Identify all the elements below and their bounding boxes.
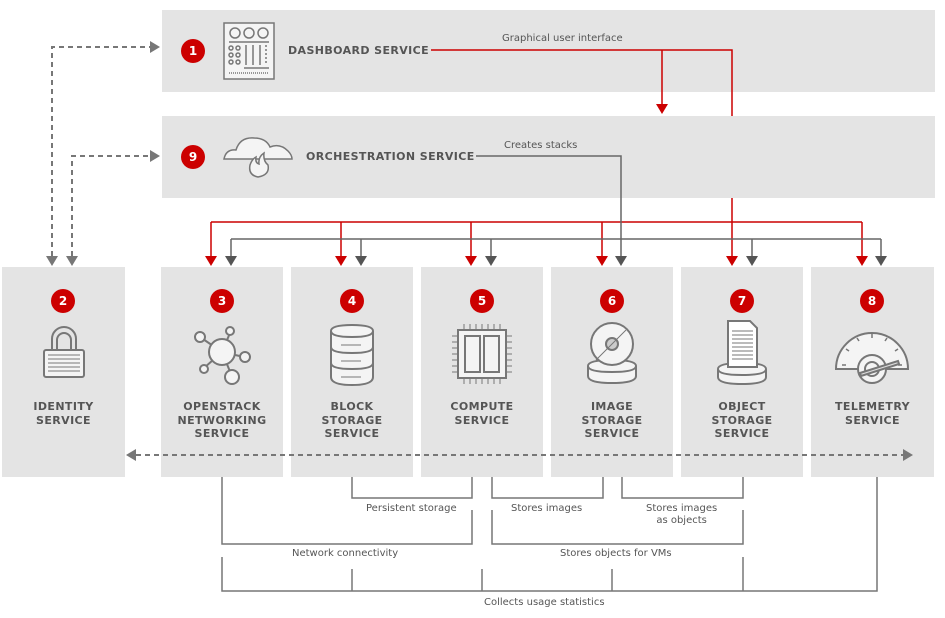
- block-storage-service-box: 4 BLOCK STORAGE SERVICE: [291, 267, 413, 477]
- network-connectivity-label: Network connectivity: [292, 548, 399, 559]
- dashboard-service-title: DASHBOARD SERVICE: [288, 44, 430, 57]
- telemetry-service-box: 8 TELEMETRY SERVICE: [811, 267, 934, 477]
- service-number-badge: 2: [51, 289, 75, 313]
- service-number-badge: 4: [340, 289, 364, 313]
- arrow-head: [485, 256, 497, 266]
- arrow-head: [335, 256, 347, 266]
- service-number-badge: 3: [210, 289, 234, 313]
- service-number-badge: 1: [181, 39, 205, 63]
- arrow-head: [596, 256, 608, 266]
- padlock-icon: [43, 326, 85, 378]
- label-line: Stores images: [646, 503, 718, 514]
- stores-images-label: Stores images: [511, 503, 583, 514]
- stores-images-as-objects-label: Stores images as objects: [646, 503, 717, 527]
- arrow-head: [205, 256, 217, 266]
- gui-label: Graphical user interface: [502, 33, 623, 44]
- arrow-head: [150, 150, 160, 162]
- stores-objects-for-vms-label: Stores objects for VMs: [560, 548, 672, 559]
- networking-service-box: 3 OPENSTACK NETWORKING SERVICE: [161, 267, 283, 477]
- service-number-badge: 5: [470, 289, 494, 313]
- database-stack-icon: [330, 323, 374, 387]
- creates-stacks-label: Creates stacks: [504, 140, 578, 151]
- persistent-storage-label: Persistent storage: [366, 503, 457, 514]
- service-title: IDENTITY SERVICE: [33, 400, 94, 427]
- service-title: OPENSTACK NETWORKING SERVICE: [177, 400, 267, 440]
- service-title: BLOCK STORAGE SERVICE: [321, 400, 383, 440]
- dashboard-service-box: [162, 10, 935, 92]
- cpu-chip-icon: [452, 324, 512, 384]
- arrow-head: [615, 256, 627, 266]
- arrow-head: [903, 449, 913, 461]
- arrow-head: [746, 256, 758, 266]
- disc-image-icon: [587, 322, 637, 385]
- identity-auth-dashed-links: [51, 46, 903, 456]
- service-number-badge: 7: [730, 289, 754, 313]
- image-storage-service-box: 6 IMAGE STORAGE SERVICE: [551, 267, 673, 477]
- collects-usage-statistics-label: Collects usage statistics: [484, 597, 605, 608]
- relationship-brackets: [221, 477, 878, 592]
- service-title: IMAGE STORAGE SERVICE: [581, 400, 643, 440]
- arrow-head: [66, 256, 78, 266]
- arrow-head: [46, 256, 58, 266]
- arrow-head: [656, 104, 668, 114]
- orchestration-service-title: ORCHESTRATION SERVICE: [306, 150, 475, 163]
- arrow-head: [225, 256, 237, 266]
- arrow-head: [150, 41, 160, 53]
- arrow-head: [465, 256, 477, 266]
- arrow-head: [875, 256, 887, 266]
- compute-service-box: 5 COMPUTE SERVICE: [421, 267, 543, 477]
- identity-service-box: 2 IDENTITY SERVICE: [2, 267, 125, 477]
- dashboard-panel-icon: [223, 22, 275, 80]
- arrow-head: [726, 256, 738, 266]
- service-title: COMPUTE SERVICE: [450, 400, 514, 427]
- cloud-fire-icon: [223, 137, 293, 178]
- gauge-meter-icon: [834, 332, 910, 384]
- service-title: TELEMETRY SERVICE: [835, 400, 910, 427]
- document-stack-icon: [717, 320, 767, 386]
- service-title: OBJECT STORAGE SERVICE: [711, 400, 773, 440]
- service-number-badge: 8: [860, 289, 884, 313]
- arrow-head: [856, 256, 868, 266]
- object-storage-service-box: 7 OBJECT STORAGE SERVICE: [681, 267, 803, 477]
- arrow-head: [126, 449, 136, 461]
- arrow-head: [355, 256, 367, 266]
- network-hub-icon: [194, 326, 251, 385]
- service-number-badge: 9: [181, 145, 205, 169]
- label-line: as objects: [656, 515, 707, 526]
- service-number-badge: 6: [600, 289, 624, 313]
- orchestration-gray-lines: [230, 155, 882, 256]
